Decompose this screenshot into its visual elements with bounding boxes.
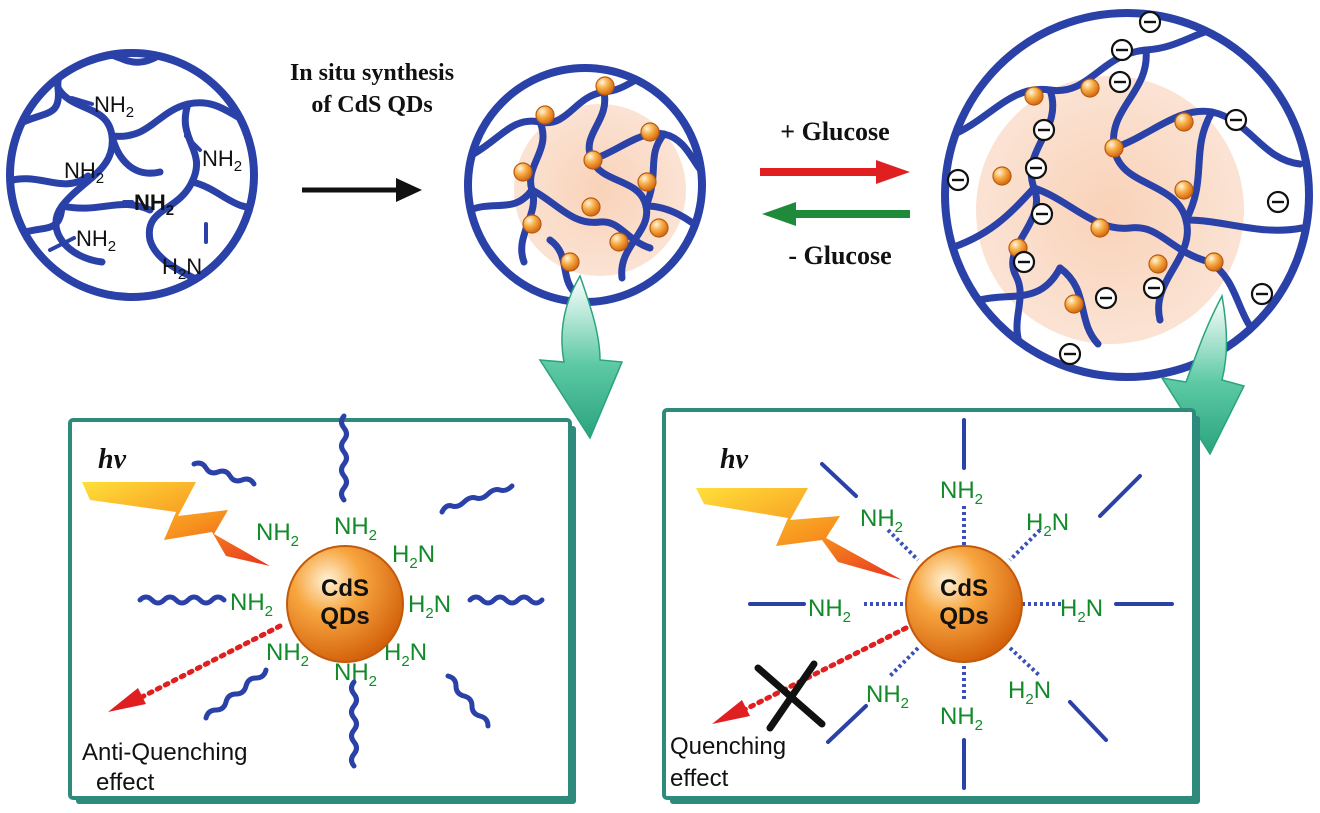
svg-text:NH2: NH2 — [134, 190, 174, 219]
polymer-sticks-right — [748, 418, 1174, 790]
cds-qd-right — [905, 545, 1023, 663]
svg-text:NH2: NH2 — [334, 659, 377, 690]
amine-labels-right: NH2 NH2 H2N NH2 H2N NH2 H2N NH2 — [808, 477, 1103, 734]
svg-text:H2N: H2N — [408, 591, 451, 622]
hydrogel-with-qds — [464, 64, 706, 306]
svg-text:NH2: NH2 — [256, 519, 299, 550]
svg-text:NH2: NH2 — [866, 681, 909, 712]
quenching-caption-line1: Quenching — [670, 733, 786, 760]
negative-charge-icon — [1030, 202, 1054, 226]
svg-text:NH2: NH2 — [64, 158, 104, 187]
coordination-bonds-right — [864, 506, 1062, 700]
negative-charge-icon — [1094, 286, 1118, 310]
zoom-arrow-right-icon — [1160, 293, 1246, 456]
negative-charge-icon — [1266, 190, 1290, 214]
negative-charges — [946, 10, 1290, 366]
polymer-network-b — [468, 68, 702, 296]
negative-charge-icon — [1032, 118, 1056, 142]
synthesis-label-line2: of CdS QDs — [311, 92, 432, 118]
negative-charge-icon — [946, 168, 970, 192]
light-bolt-icon — [696, 488, 902, 580]
synthesis-arrow-head — [396, 178, 422, 202]
svg-text:H2N: H2N — [1008, 677, 1051, 708]
negative-charge-icon — [1138, 10, 1162, 34]
qd-particles-b — [513, 76, 669, 272]
quenching-panel: hv NH2 NH2 H2N NH2 H2N — [662, 408, 1200, 804]
plus-glucose-label: + Glucose — [780, 117, 889, 146]
svg-text:H2N: H2N — [1060, 595, 1103, 626]
hydrogel-bare: NH2 NH2 NH2 NH2 NH2 H2N — [6, 49, 258, 301]
svg-text:NH2: NH2 — [230, 589, 273, 620]
emission-arrow-left-head — [108, 688, 146, 712]
amine-labels-a: NH2 NH2 NH2 NH2 NH2 H2N — [48, 92, 242, 283]
qd-label-line2-left: QDs — [320, 603, 369, 630]
zoom-arrow-left-icon — [538, 274, 624, 440]
negative-charge-icon — [1012, 250, 1036, 274]
svg-text:NH2: NH2 — [266, 639, 309, 670]
negative-charge-icon — [1108, 70, 1132, 94]
svg-text:H2N: H2N — [392, 541, 435, 572]
negative-charge-icon — [1250, 282, 1274, 306]
hydrogel-swollen — [941, 9, 1313, 381]
synthesis-label-line1: In situ synthesis — [290, 60, 454, 86]
svg-text:H2N: H2N — [162, 254, 202, 283]
qd-label-line1-left: CdS — [321, 575, 369, 602]
minus-glucose-arrow-head — [762, 202, 796, 226]
negative-charge-icon — [1142, 276, 1166, 300]
svg-text:NH2: NH2 — [202, 146, 242, 175]
svg-text:NH2: NH2 — [76, 226, 116, 255]
emission-arrow-right — [737, 625, 909, 715]
svg-text:NH2: NH2 — [334, 513, 377, 544]
emission-arrow-left — [133, 623, 283, 703]
light-hv-left: hv — [98, 444, 127, 475]
plus-glucose-arrow-head — [876, 160, 910, 184]
light-bolt-icon — [82, 482, 270, 566]
negative-charge-icon — [1224, 108, 1248, 132]
svg-text:NH2: NH2 — [860, 505, 903, 536]
blocked-cross-icon — [754, 660, 826, 732]
emission-arrow-right-head — [712, 700, 750, 724]
anti-quenching-caption-line2: effect — [96, 769, 155, 796]
amine-labels-left: NH2 NH2 H2N NH2 H2N NH2 H2N NH2 — [230, 513, 451, 690]
anti-quenching-panel: hv NH2 NH2 H2N NH2 H2N NH2 H2N NH2 CdS Q… — [68, 413, 576, 804]
polymer-chains-left — [137, 413, 545, 769]
qd-label-line1-right: CdS — [940, 575, 988, 602]
minus-glucose-label: - Glucose — [788, 241, 891, 270]
synthesis-step: In situ synthesis of CdS QDs — [290, 60, 454, 202]
glucose-equilibrium: + Glucose - Glucose — [760, 117, 910, 270]
svg-text:NH2: NH2 — [94, 92, 134, 121]
svg-text:NH2: NH2 — [940, 703, 983, 734]
svg-text:H2N: H2N — [384, 639, 427, 670]
svg-text:NH2: NH2 — [940, 477, 983, 508]
light-hv-right: hv — [720, 444, 749, 475]
negative-charge-icon — [1024, 156, 1048, 180]
svg-text:H2N: H2N — [1026, 509, 1069, 540]
cds-qd-left — [286, 545, 404, 663]
qd-label-line2-right: QDs — [939, 603, 988, 630]
quenching-caption-line2: effect — [670, 765, 729, 792]
negative-charge-icon — [1058, 342, 1082, 366]
anti-quenching-caption-line1: Anti-Quenching — [82, 739, 247, 766]
negative-charge-icon — [1110, 38, 1134, 62]
svg-text:NH2: NH2 — [808, 595, 851, 626]
